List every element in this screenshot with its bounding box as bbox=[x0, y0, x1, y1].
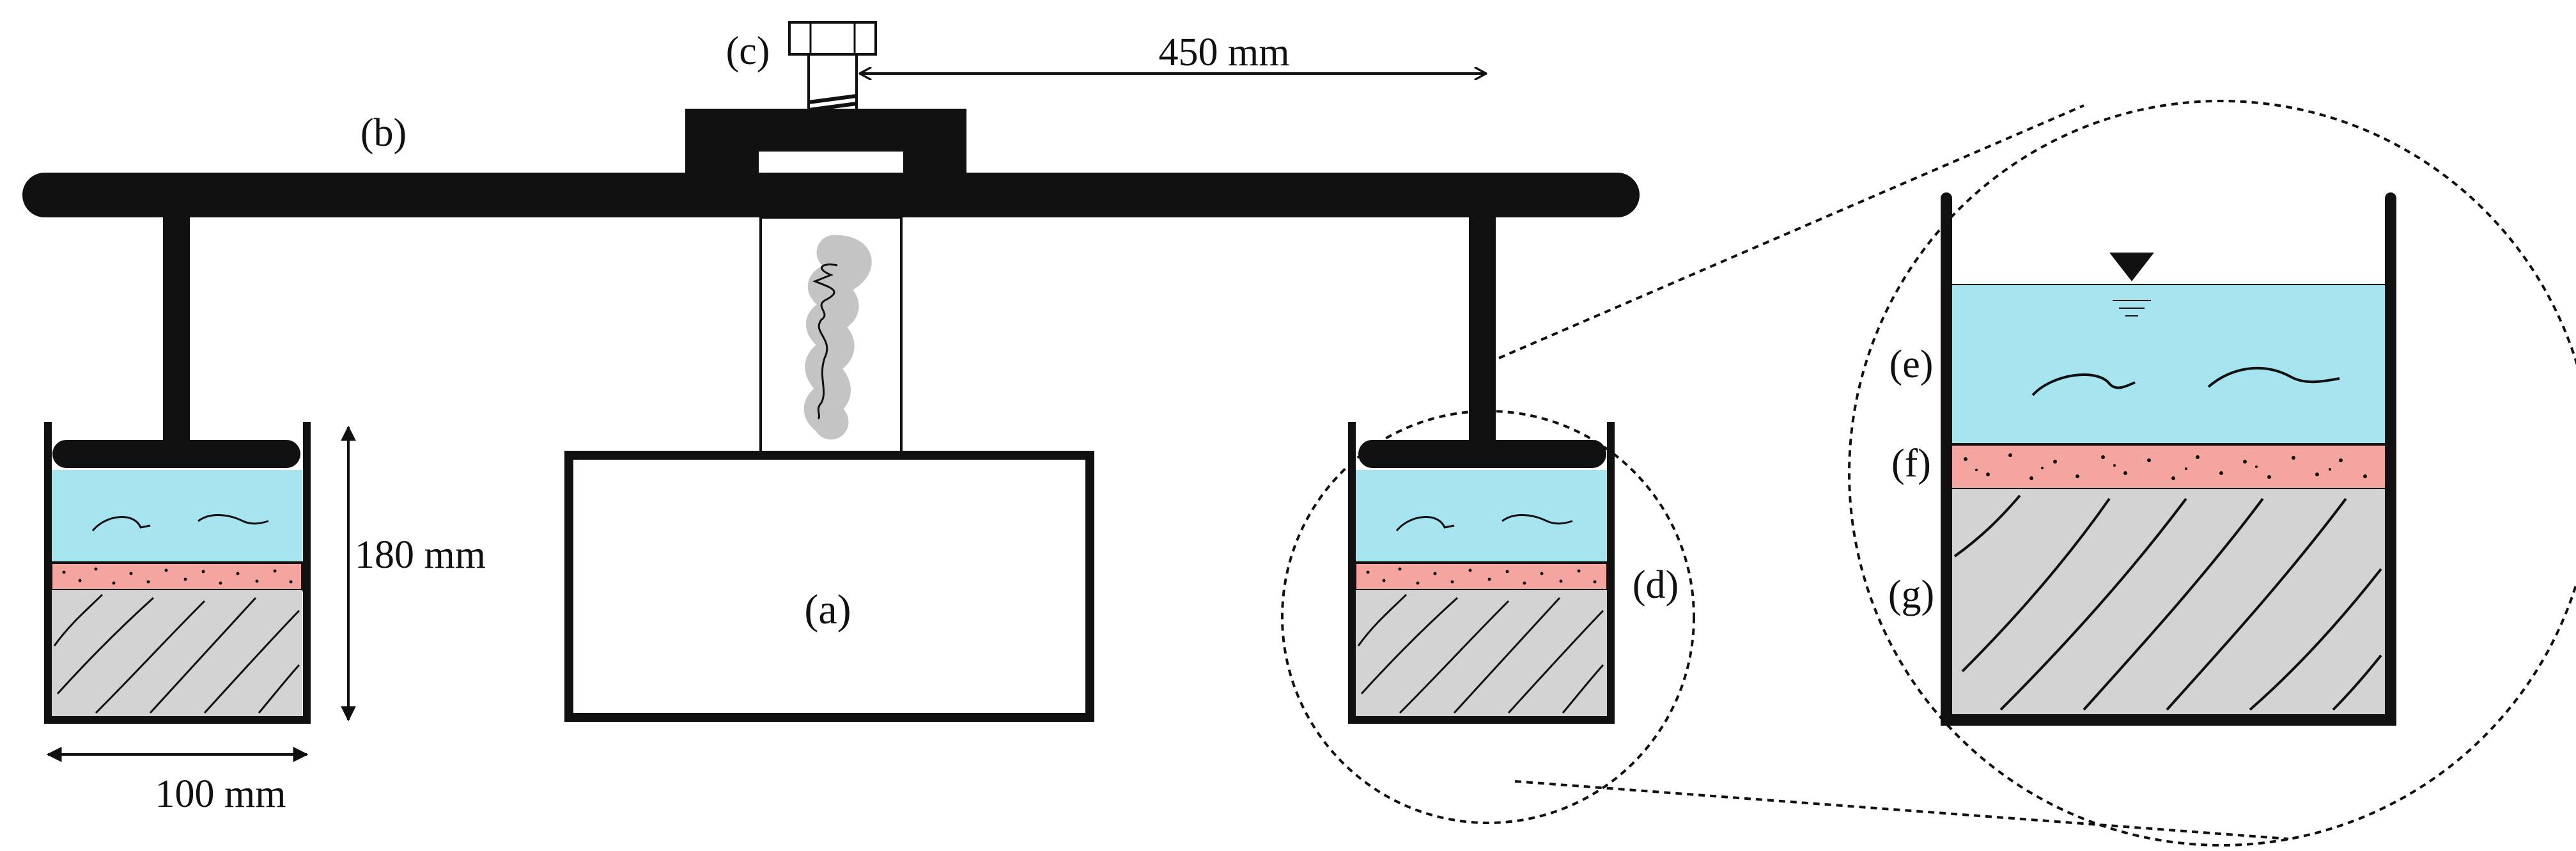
beam bbox=[22, 173, 1640, 217]
right-sand bbox=[1354, 561, 1609, 591]
bolt-head bbox=[788, 21, 877, 56]
span-dimension-label: 450 mm bbox=[1159, 31, 1290, 74]
left-piston bbox=[163, 217, 190, 448]
detail-sand bbox=[1948, 443, 2387, 490]
right-piston-plate bbox=[1358, 440, 1606, 468]
zoom-connector-bottom bbox=[1514, 780, 2289, 840]
left-wave bbox=[91, 514, 269, 531]
height-dimension-label: 180 mm bbox=[355, 533, 486, 577]
bracket-top bbox=[685, 109, 966, 129]
label-g: (g) bbox=[1888, 573, 1934, 616]
detail-wave bbox=[2031, 366, 2340, 396]
detail-source-circle bbox=[1281, 410, 1695, 824]
left-water bbox=[51, 470, 302, 563]
width-dimension-label: 100 mm bbox=[155, 772, 286, 816]
detail-zoom-circle bbox=[1848, 100, 2576, 847]
left-soil bbox=[51, 590, 302, 716]
specimen-scribble bbox=[804, 235, 872, 440]
right-soil bbox=[1355, 590, 1608, 716]
water-level-symbol bbox=[2109, 253, 2154, 316]
detail-water bbox=[1950, 285, 2386, 444]
label-a: (a) bbox=[804, 586, 851, 633]
detail-soil bbox=[1950, 489, 2386, 716]
right-water bbox=[1355, 470, 1608, 563]
label-c: (c) bbox=[726, 29, 770, 73]
right-container bbox=[1348, 217, 1615, 724]
label-e: (e) bbox=[1889, 343, 1934, 386]
label-f: (f) bbox=[1891, 442, 1931, 485]
label-b: (b) bbox=[361, 111, 407, 155]
load-block bbox=[564, 451, 1094, 722]
left-container bbox=[44, 217, 311, 724]
left-piston-plate bbox=[52, 440, 300, 468]
left-sand bbox=[50, 561, 304, 591]
clamp-plate bbox=[756, 149, 906, 176]
zoom-connector-top bbox=[1498, 104, 2084, 359]
right-piston bbox=[1469, 217, 1496, 448]
label-d: (d) bbox=[1633, 563, 1679, 607]
right-wave bbox=[1395, 514, 1573, 531]
detail-container bbox=[1941, 192, 2396, 726]
